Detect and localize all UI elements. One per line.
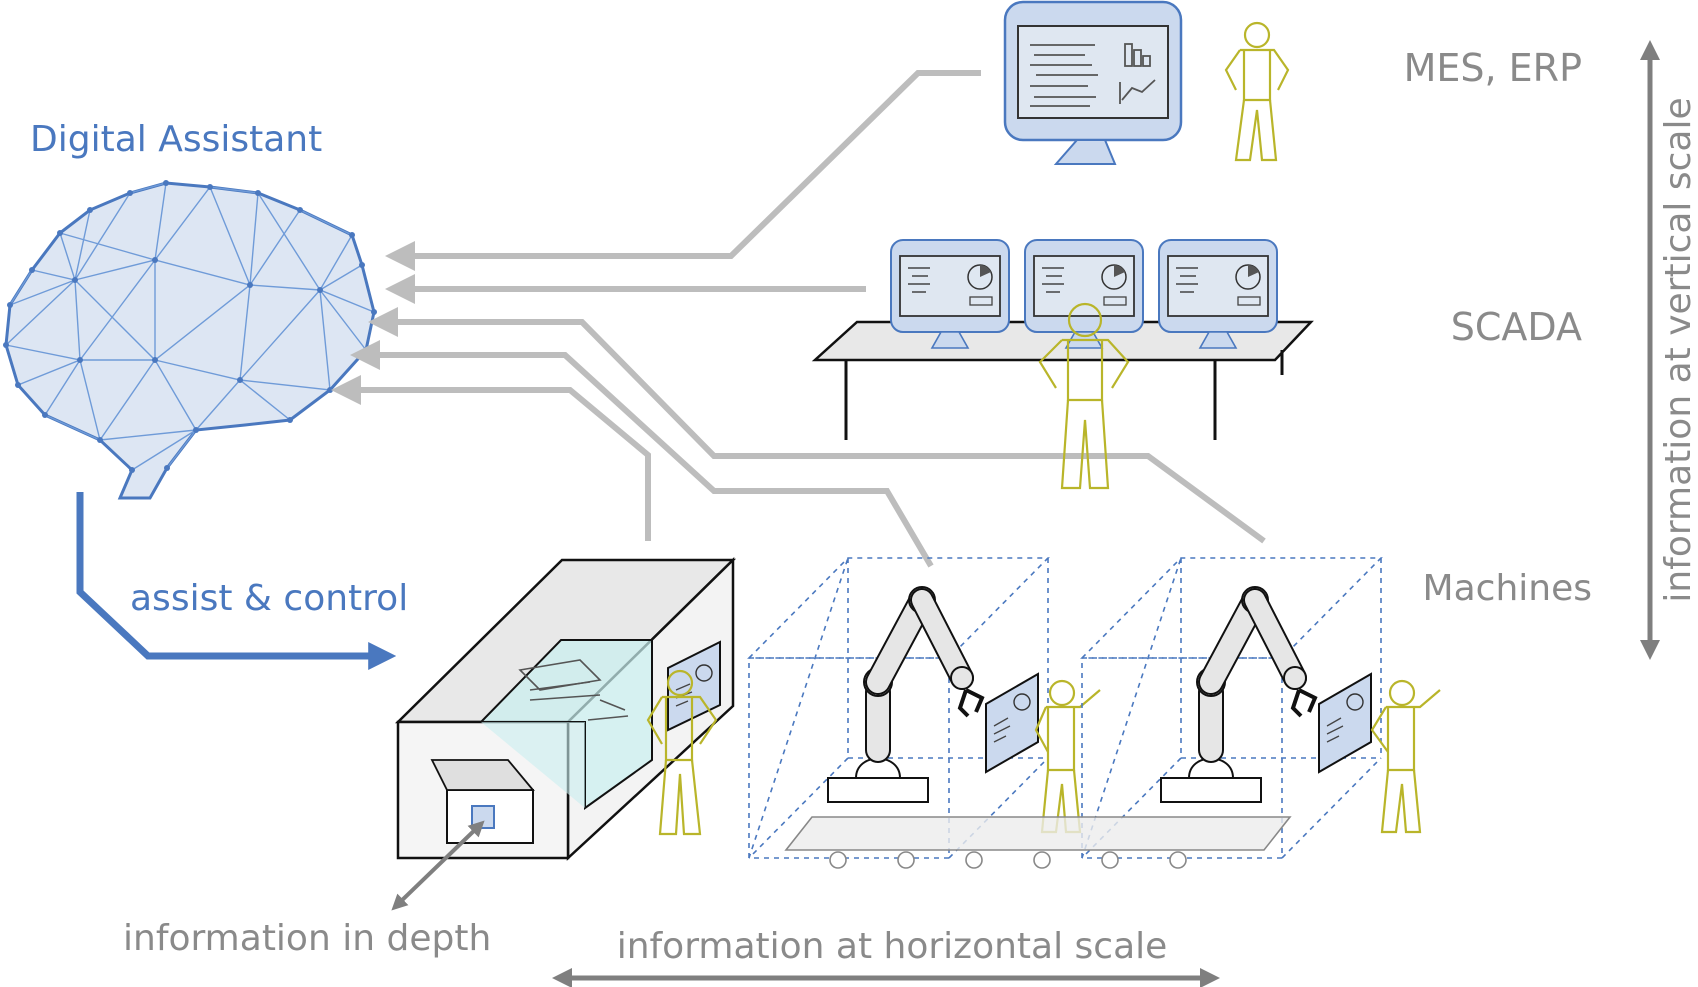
brain-icon — [3, 180, 377, 500]
scada-monitor-left — [890, 239, 1010, 349]
operator-figure-mes — [1224, 21, 1290, 162]
robot-cell-right — [1080, 557, 1441, 859]
operator-figure-scada — [1038, 302, 1130, 490]
mes-erp-label: MES, ERP — [1404, 46, 1582, 90]
assist-control-arrow — [76, 492, 397, 670]
assist-control-label: assist & control — [130, 578, 408, 619]
vertical-scale-label: information at vertical scale — [1658, 97, 1698, 602]
information-in-depth-label: information in depth — [123, 918, 491, 959]
operator-figure-cnc — [646, 669, 718, 836]
scada-label: SCADA — [1451, 305, 1582, 349]
mes-erp-monitor — [1003, 0, 1183, 165]
operator-figure-robot-right — [1370, 679, 1441, 834]
scada-workstation — [811, 239, 1314, 490]
depth-arrow — [391, 820, 485, 911]
operator-figure-robot-left — [1034, 679, 1101, 834]
machines-label: Machines — [1423, 568, 1592, 609]
cnc-machine — [394, 557, 737, 861]
digital-assistant-label: Digital Assistant — [30, 119, 322, 160]
horizontal-scale-label: information at horizontal scale — [617, 926, 1168, 967]
scada-monitor-right — [1158, 239, 1278, 349]
information-flow-lines — [331, 70, 1266, 568]
conveyor-belt — [784, 816, 1292, 869]
scada-monitor-center — [1024, 239, 1144, 349]
robot-cell-left — [747, 557, 1101, 859]
